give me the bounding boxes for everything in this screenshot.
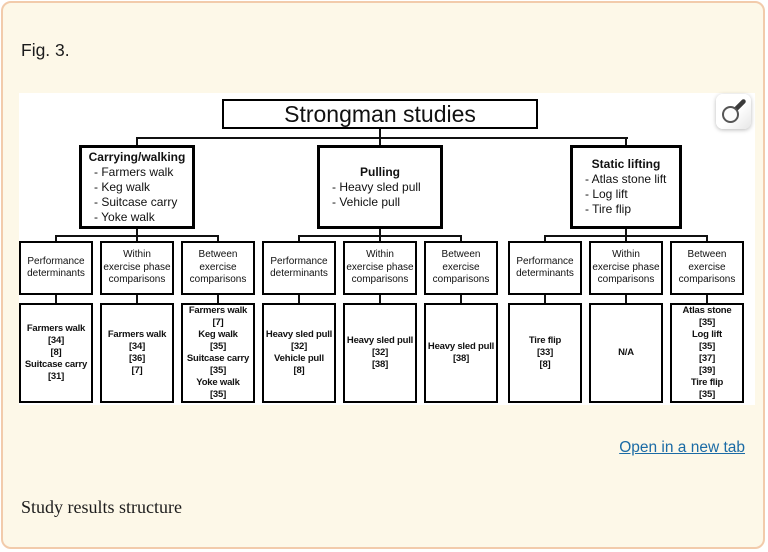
branch-exercise-list: - Farmers walk - Keg walk - Suitcase car… (94, 164, 178, 224)
connector-line (544, 235, 546, 243)
node-performance-determinants: Performance determinants (262, 241, 336, 295)
connector-line (136, 229, 138, 237)
leaf-node: Farmers walk [7] Keg walk [35] Suitcase … (181, 303, 255, 403)
connector-line (706, 235, 708, 243)
leaf-node: N/A (589, 303, 663, 403)
connector-line (298, 235, 300, 243)
connector-line (55, 235, 57, 243)
leaf-node: Farmers walk [34] [36] [7] (100, 303, 174, 403)
branch-carrying-walking: Carrying/walking - Farmers walk - Keg wa… (79, 145, 195, 229)
node-within-phase-comparisons: Within exercise phase comparisons (589, 241, 663, 295)
leaf-node: Atlas stone [35] Log lift [35] [37] [39]… (670, 303, 744, 403)
figure-image[interactable]: Strongman studies Carrying/walking - Far… (19, 93, 755, 405)
connector-line (379, 137, 381, 147)
connector-line (625, 235, 627, 243)
leaf-node: Heavy sled pull [32] [38] (343, 303, 417, 403)
connector-line (706, 295, 708, 303)
branch-heading: Carrying/walking (88, 149, 186, 164)
branch-heading: Pulling (360, 164, 400, 179)
connector-line (136, 137, 628, 139)
diagram-title-box: Strongman studies (222, 99, 538, 129)
connector-line (625, 295, 627, 303)
connector-line (217, 235, 219, 243)
connector-line (379, 235, 381, 243)
connector-line (625, 229, 627, 237)
leaf-node: Farmers walk [34] [8] Suitcase carry [31… (19, 303, 93, 403)
connector-line (379, 229, 381, 237)
zoom-button[interactable] (716, 94, 751, 129)
connector-line (136, 295, 138, 303)
leaf-node: Heavy sled pull [38] (424, 303, 498, 403)
open-in-new-tab-link[interactable]: Open in a new tab (619, 439, 745, 456)
diagram-title: Strongman studies (284, 100, 476, 127)
connector-line (298, 295, 300, 303)
connector-line (544, 295, 546, 303)
node-between-exercise-comparisons: Between exercise comparisons (181, 241, 255, 295)
figure-label: Fig. 3. (21, 40, 70, 60)
connector-line (55, 295, 57, 303)
leaf-node: Heavy sled pull [32] Vehicle pull [8] (262, 303, 336, 403)
node-between-exercise-comparisons: Between exercise comparisons (424, 241, 498, 295)
node-between-exercise-comparisons: Between exercise comparisons (670, 241, 744, 295)
branch-heading: Static lifting (591, 157, 661, 171)
connector-line (460, 235, 462, 243)
branch-exercise-list: - Heavy sled pull - Vehicle pull (332, 179, 421, 209)
node-performance-determinants: Performance determinants (19, 241, 93, 295)
node-performance-determinants: Performance determinants (508, 241, 582, 295)
magnifier-icon (719, 97, 749, 127)
node-within-phase-comparisons: Within exercise phase comparisons (343, 241, 417, 295)
connector-line (136, 235, 138, 243)
leaf-node: Tire flip [33] [8] (508, 303, 582, 403)
branch-pulling: Pulling - Heavy sled pull - Vehicle pull (317, 145, 443, 229)
branch-static-lifting: Static lifting - Atlas stone lift - Log … (570, 145, 682, 229)
connector-line (217, 295, 219, 303)
node-within-phase-comparisons: Within exercise phase comparisons (100, 241, 174, 295)
connector-line (379, 295, 381, 303)
figure-caption: Study results structure (21, 497, 182, 517)
connector-line (460, 295, 462, 303)
connector-line (379, 129, 381, 139)
branch-exercise-list: - Atlas stone lift - Log lift - Tire fli… (585, 172, 667, 216)
connector-line (625, 137, 627, 147)
connector-line (136, 137, 138, 147)
